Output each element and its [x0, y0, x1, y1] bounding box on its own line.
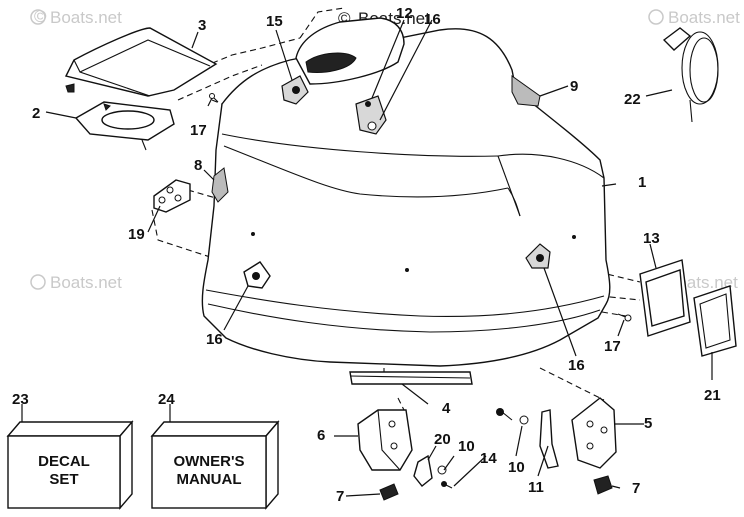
callout-19: 19: [128, 226, 145, 243]
callout-4: 4: [442, 400, 451, 417]
callout-16-left: 16: [206, 331, 223, 348]
callout-20: 20: [434, 431, 451, 448]
callout-12: 12: [396, 5, 413, 22]
callout-11: 11: [528, 479, 544, 496]
callout-6: 6: [317, 427, 325, 444]
callout-numbers: 1 2 3 4 5 6 7 7 8 9 10 10 11 12 13 14 15…: [12, 5, 721, 505]
grommet-part-16-right: [525, 243, 551, 269]
grommet-part-15: [281, 75, 309, 105]
bolt-part-14: [441, 408, 513, 489]
seal-plate-part-2: [74, 101, 175, 151]
screw-part-17-right: [617, 313, 632, 322]
cable-part-22: [662, 27, 719, 123]
callout-14: 14: [480, 450, 497, 467]
watermark-text: Boats.net: [50, 273, 122, 292]
callout-23: 23: [12, 391, 29, 408]
callout-7-right: 7: [632, 480, 640, 497]
top-cover-part-3: [64, 27, 218, 97]
manual-label-line1: OWNER'S: [173, 453, 244, 470]
callout-9: 9: [570, 78, 578, 95]
washer-part-10-a: [437, 465, 447, 475]
decal-set-box: DECAL SET: [6, 420, 134, 510]
fastener-part-7-left: [379, 483, 399, 501]
leader-lines: [21, 19, 713, 497]
strip-part-4: [349, 371, 473, 385]
decal-label-line1: DECAL: [38, 453, 90, 470]
callout-24: 24: [158, 391, 175, 408]
callout-15: 15: [266, 13, 283, 30]
callout-16-top: 16: [424, 11, 441, 28]
watermark-text: Boats.net: [668, 8, 740, 27]
engine-cover-part-1: [201, 17, 611, 367]
owners-manual-box: OWNER'S MANUAL: [150, 420, 280, 510]
callout-17-top: 17: [190, 122, 207, 139]
manual-label-line2: MANUAL: [177, 471, 242, 488]
callout-13: 13: [643, 230, 660, 247]
callout-10-left: 10: [458, 438, 475, 455]
callout-21: 21: [704, 387, 721, 404]
callout-10-right: 10: [508, 459, 525, 476]
latch-part-19: [153, 179, 191, 213]
watermark-mid-left: Boats.net: [30, 273, 122, 292]
bracket-part-12: [355, 95, 387, 135]
watermark-top-left: © Boats.net: [30, 7, 122, 27]
panel-part-13: [639, 259, 691, 337]
grommet-part-16-left: [243, 261, 271, 289]
plate-part-5: [571, 397, 617, 469]
callout-16-right: 16: [568, 357, 585, 374]
pad-part-8: [211, 167, 229, 203]
callout-5: 5: [644, 415, 652, 432]
bracket-part-6: [357, 409, 413, 471]
decal-label-line2: SET: [49, 471, 78, 488]
washer-part-10-b: [519, 415, 529, 425]
fastener-part-7-right: [593, 475, 613, 495]
clip-part-20: [413, 454, 433, 487]
callout-17-right: 17: [604, 338, 621, 355]
watermark-top-right: Boats.net: [648, 8, 740, 27]
bracket-part-11: [539, 409, 559, 469]
panel-part-21: [693, 285, 737, 357]
callout-8: 8: [194, 157, 202, 174]
callout-1: 1: [638, 174, 646, 191]
watermark-symbol: ©: [34, 7, 47, 26]
callout-2: 2: [32, 105, 40, 122]
watermark-text: Boats.net: [50, 8, 122, 27]
callout-7-left: 7: [336, 488, 344, 505]
pad-part-9: [511, 75, 541, 107]
callout-22: 22: [624, 91, 641, 108]
callout-3: 3: [198, 17, 206, 34]
